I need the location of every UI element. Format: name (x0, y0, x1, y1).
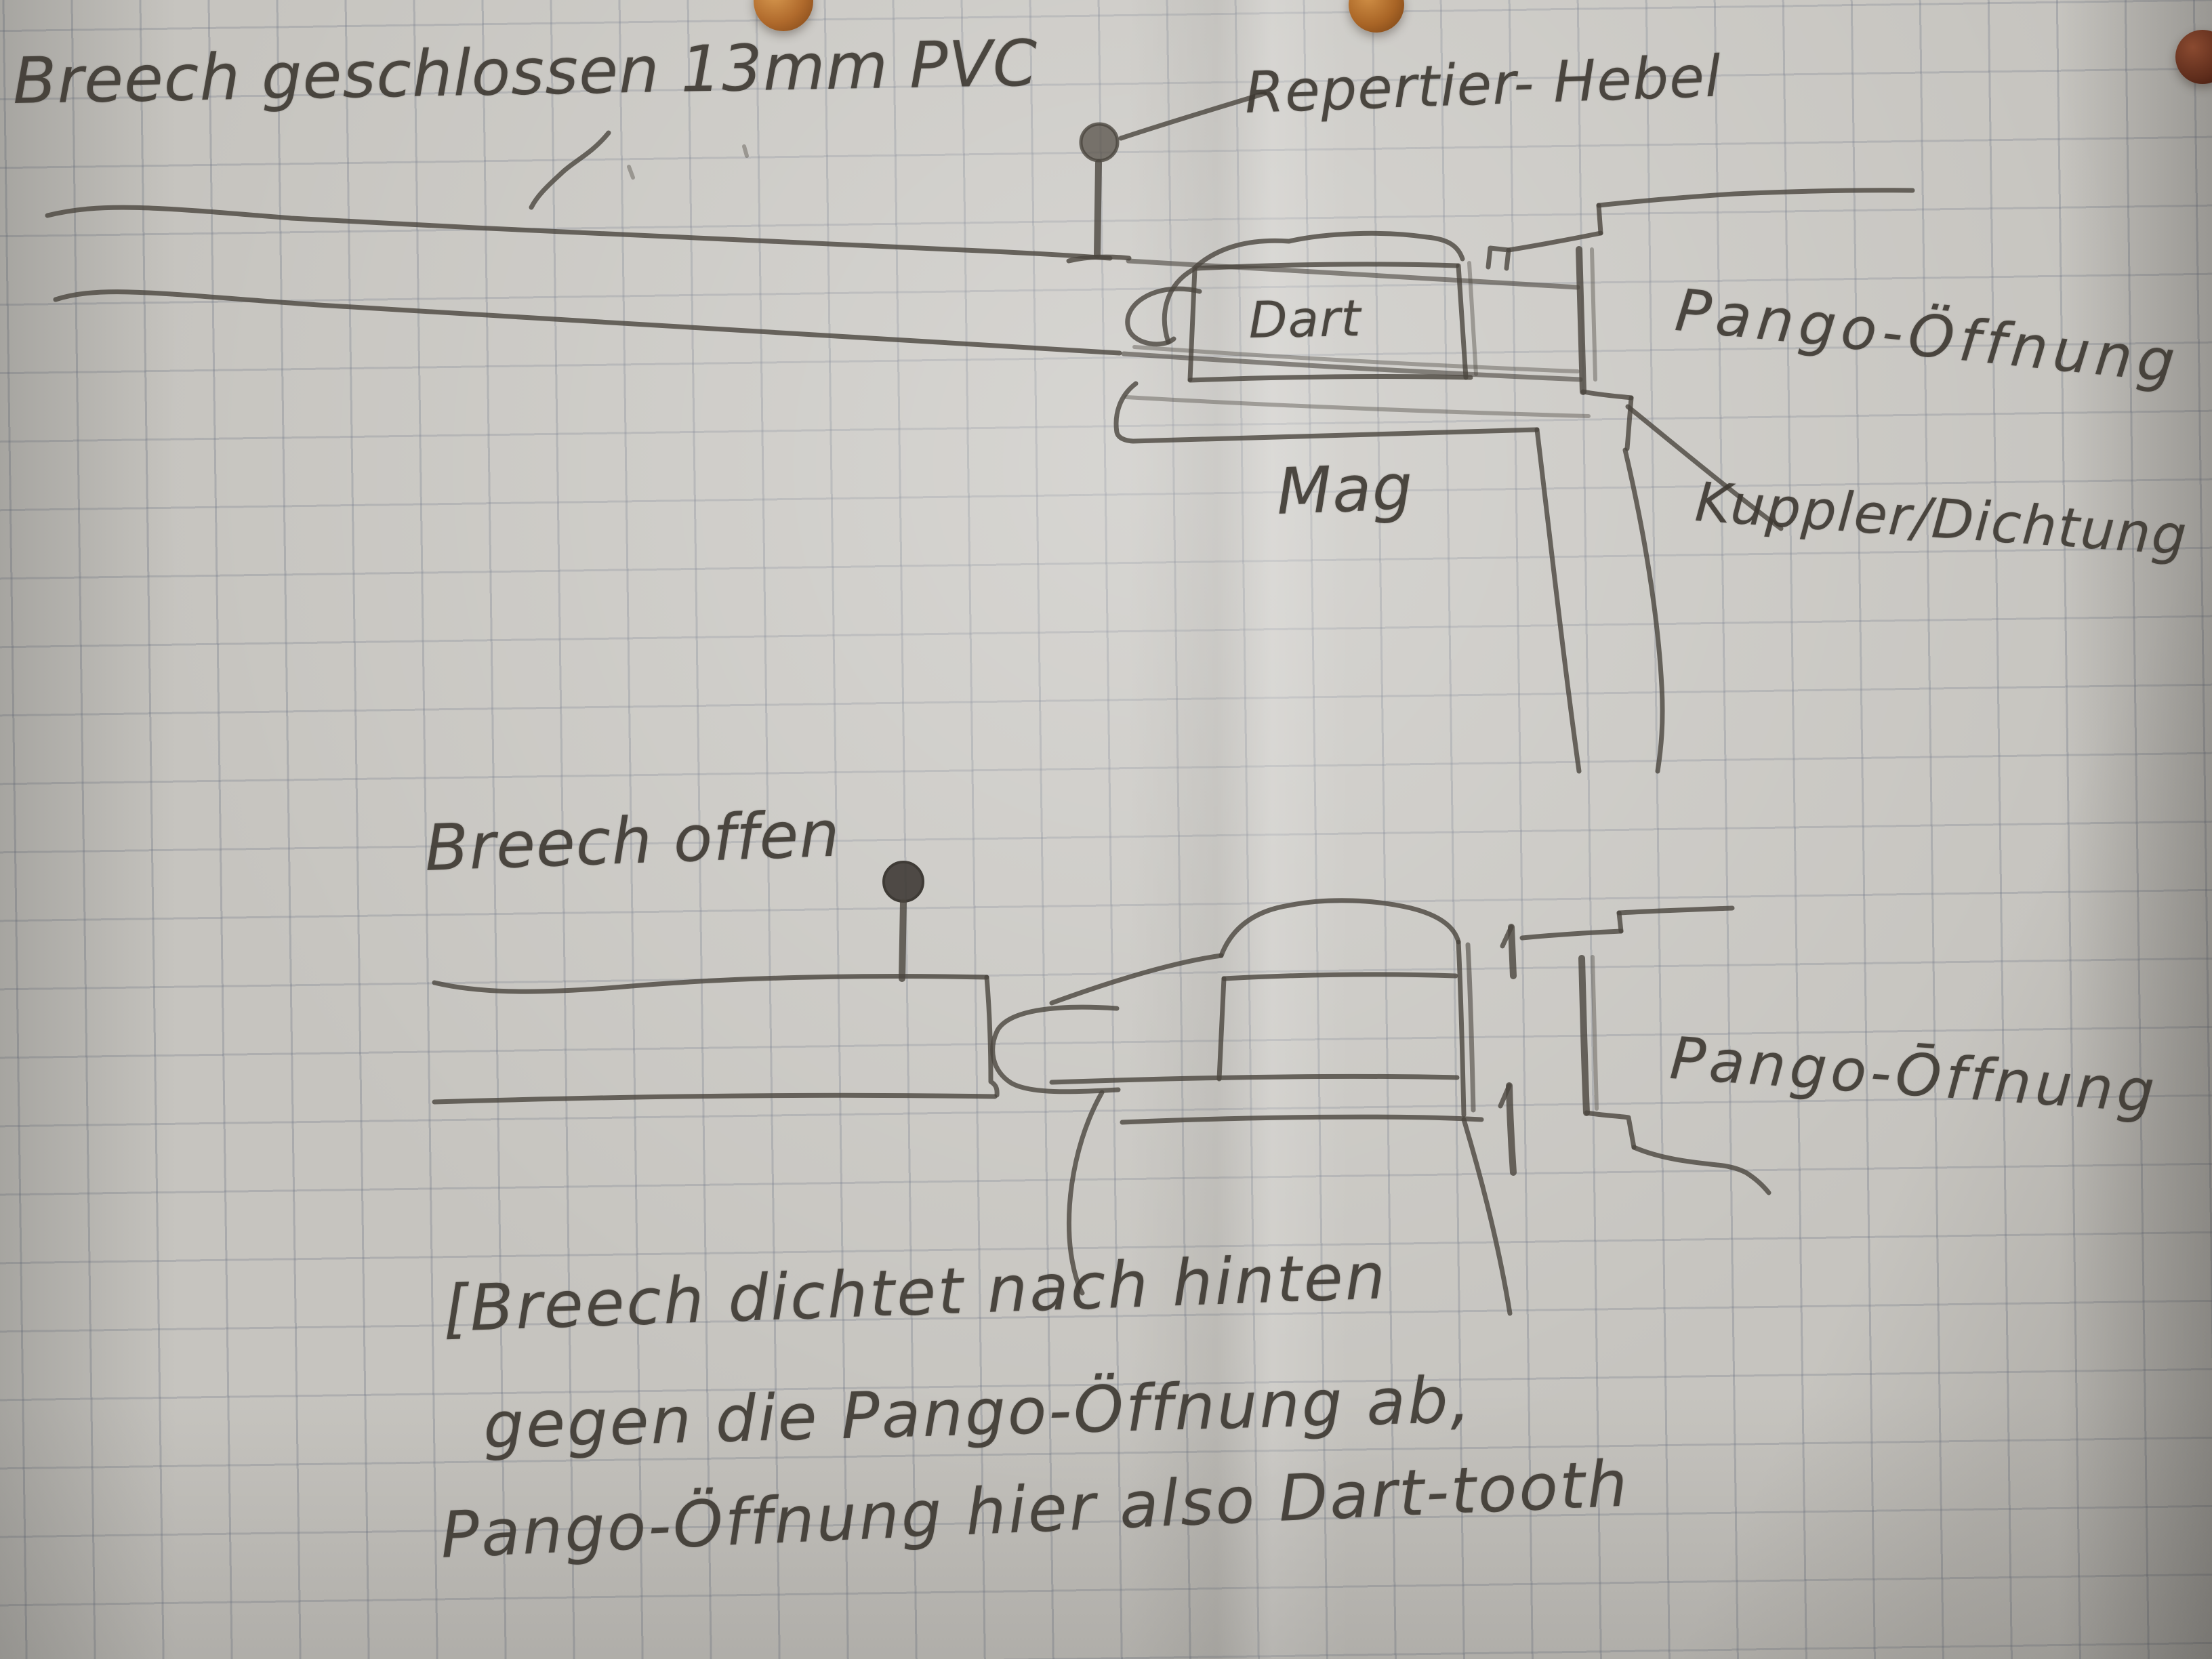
bottom-diagram-drawing (432, 861, 1771, 1316)
lever-knob-icon (882, 861, 924, 903)
mag-dome-outline (1218, 898, 1461, 958)
chamber-right-2 (1465, 942, 1476, 1113)
chamber-left (1216, 976, 1227, 1082)
barrel-bottom-line-ext (1121, 351, 1583, 382)
lever-stick (1094, 159, 1102, 258)
bracket-flange-top (1519, 928, 1624, 941)
mag-leg-left (1534, 427, 1582, 774)
dart-label: Dart (1248, 289, 1362, 350)
stray-mark (742, 144, 749, 158)
opening-arrow-mid-barb (1498, 1083, 1512, 1109)
leg-right (1461, 1117, 1513, 1316)
bracket-vertical-2 (1591, 955, 1599, 1111)
lever-knob-icon (1079, 122, 1120, 163)
dart-chamber-right-2 (1467, 261, 1478, 376)
chamber-top (1221, 972, 1458, 981)
top-diagram-drawing (45, 91, 1915, 774)
coupler-flange-top (1506, 230, 1603, 253)
opening-arrow-mid (1506, 1082, 1517, 1176)
barrel-cross-line (1132, 345, 1580, 373)
breech-piece-outline (990, 1004, 1121, 1094)
bracket-top-edge (1616, 905, 1735, 916)
opening-arrow-top (1508, 924, 1517, 979)
body-top-line (1049, 953, 1224, 1006)
mag-left-ear (1125, 286, 1202, 347)
dart-chamber-bottom (1187, 374, 1473, 383)
mag-label: Mag (1275, 450, 1415, 529)
stray-mark (627, 165, 635, 180)
barrel-line (1049, 1073, 1460, 1085)
coupler-vertical (1576, 246, 1586, 395)
barrel-cross-line (1124, 395, 1591, 418)
barrel-top-line (45, 205, 1113, 261)
coupler-notch (1486, 245, 1511, 271)
lower-line (1120, 1114, 1484, 1125)
leg-left (1067, 1090, 1105, 1296)
chamber-right (1456, 939, 1467, 1118)
dart-chamber-left (1187, 266, 1197, 382)
bracket-vertical (1578, 955, 1590, 1116)
mag-dome-outline (1162, 230, 1465, 345)
coupler-bottom-drop (1624, 395, 1634, 451)
coupler-step (1596, 203, 1603, 236)
opening-arrow-top-barb (1500, 924, 1514, 949)
barrel-bottom-line (53, 289, 1122, 356)
bracket-step (1616, 910, 1624, 934)
bracket-bottom-step (1584, 1110, 1637, 1150)
dart-chamber-right (1456, 263, 1469, 380)
mag-leg-right (1622, 447, 1665, 774)
tube-bottom-line (432, 1092, 998, 1105)
coupler-top-edge (1596, 188, 1915, 208)
lever-pointer-line (1118, 91, 1267, 141)
tube-right-edge (984, 975, 1000, 1098)
kuppler-pointer-line (1625, 404, 1784, 531)
bracket-bottom-wavy (1631, 1145, 1771, 1195)
lever-stick (899, 899, 907, 982)
mag-body-outline (1113, 381, 1540, 444)
tube-top-line (432, 974, 989, 994)
coupler-vertical-2 (1590, 247, 1597, 382)
dart-chamber-top (1194, 262, 1460, 271)
bottom-diagram-title: Breech offen (424, 797, 842, 886)
lever-foot (1066, 254, 1132, 264)
coupler-bottom-step (1580, 389, 1634, 401)
pvc-pointer-squiggle (529, 130, 611, 210)
